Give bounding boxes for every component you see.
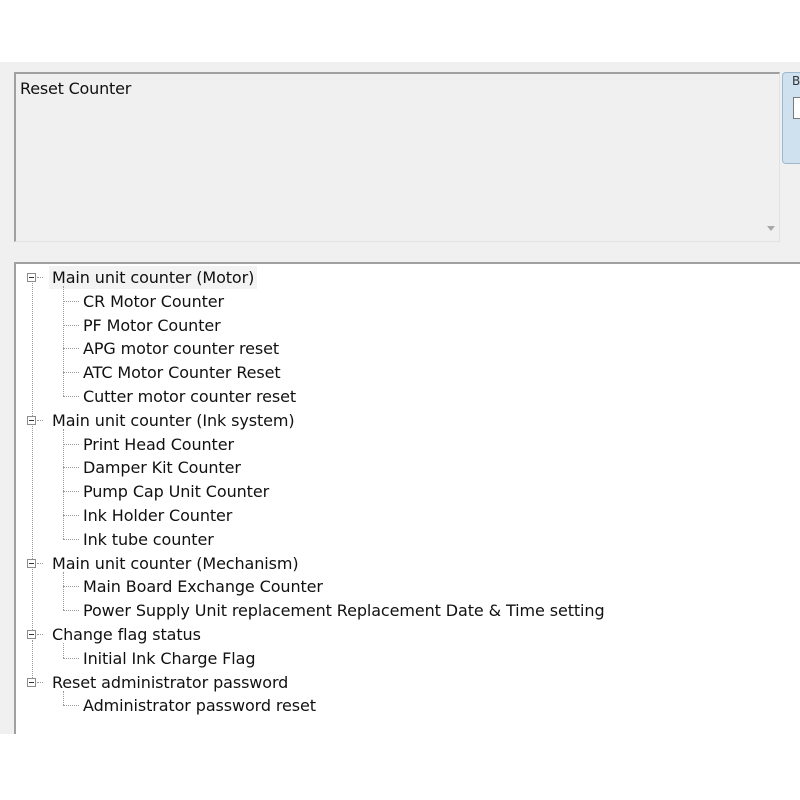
tree-connector	[63, 571, 64, 611]
side-panel: B	[782, 72, 800, 164]
tree-connector	[63, 348, 79, 350]
tree-connector	[63, 586, 79, 588]
scroll-down-arrow-icon[interactable]	[767, 226, 775, 231]
tree-connector	[37, 419, 43, 421]
side-panel-field[interactable]	[793, 97, 800, 119]
tree-item-node[interactable]: Initial Ink Charge Flag	[83, 648, 256, 668]
counter-tree-view[interactable]: Main unit counter (Motor)CR Motor Counte…	[14, 262, 800, 734]
description-scrollbar[interactable]	[761, 74, 779, 241]
tree-item-node[interactable]: APG motor counter reset	[83, 339, 280, 359]
tree-item-node[interactable]: Pump Cap Unit Counter	[83, 482, 270, 502]
tree-item-node[interactable]: Print Head Counter	[83, 434, 234, 454]
tree-group-node[interactable]: Main unit counter (Mechanism)	[52, 553, 299, 573]
tree-item-node[interactable]: Power Supply Unit replacement Replacemen…	[83, 601, 605, 621]
tree-connector	[63, 643, 64, 658]
tree-group-node[interactable]: Main unit counter (Ink system)	[52, 410, 295, 430]
tree-item-node[interactable]: PF Motor Counter	[83, 315, 221, 335]
tree-item-node[interactable]: Ink tube counter	[83, 529, 214, 549]
tree-item-node[interactable]: Ink Holder Counter	[83, 506, 233, 525]
tree-item-node[interactable]: Main Board Exchange Counter	[83, 577, 323, 597]
tree-connector	[63, 538, 79, 540]
tree-connector	[37, 681, 43, 683]
tree-item-node[interactable]: Administrator password reset	[83, 696, 316, 716]
description-text: Reset Counter	[20, 79, 132, 98]
tree-connector	[63, 610, 79, 612]
tree-connector	[63, 286, 64, 396]
window-top-strip	[0, 62, 800, 72]
tree-connector	[63, 467, 79, 469]
tree-connector	[63, 705, 79, 707]
tree-connector	[63, 324, 79, 326]
tree-connector	[63, 372, 79, 374]
tree-connector	[32, 568, 33, 630]
tree-item-node[interactable]: ATC Motor Counter Reset	[83, 363, 281, 383]
tree-connector	[32, 283, 33, 416]
collapse-icon[interactable]	[27, 677, 36, 687]
tree-connector	[63, 396, 79, 397]
tree-group-node[interactable]: Reset administrator password	[52, 672, 289, 692]
tree-connector	[63, 300, 79, 302]
page-bottom	[0, 734, 800, 800]
tree-connector	[63, 428, 64, 539]
collapse-icon[interactable]	[27, 273, 36, 282]
tree-group-node[interactable]: Change flag status	[52, 625, 201, 644]
description-textbox[interactable]: Reset Counter	[14, 72, 780, 242]
tree-group-node[interactable]: Main unit counter (Motor)	[49, 266, 258, 289]
collapse-icon[interactable]	[27, 558, 36, 568]
side-panel-label: B	[792, 74, 800, 88]
tree-connector	[37, 562, 43, 564]
tree-connector	[63, 690, 64, 706]
tree-connector	[63, 515, 79, 516]
tree-container: Main unit counter (Motor)CR Motor Counte…	[16, 264, 800, 734]
tree-connector	[32, 425, 33, 559]
tree-connector	[37, 634, 43, 635]
tree-item-node[interactable]: Cutter motor counter reset	[83, 387, 297, 406]
collapse-icon[interactable]	[27, 630, 36, 639]
tree-connector	[37, 277, 43, 278]
tree-connector	[63, 657, 79, 659]
tree-connector	[32, 640, 33, 678]
collapse-icon[interactable]	[27, 415, 36, 425]
tree-item-node[interactable]: CR Motor Counter	[83, 291, 225, 311]
tree-connector	[63, 491, 79, 493]
tree-connector	[63, 443, 79, 445]
tree-item-node[interactable]: Damper Kit Counter	[83, 458, 241, 478]
